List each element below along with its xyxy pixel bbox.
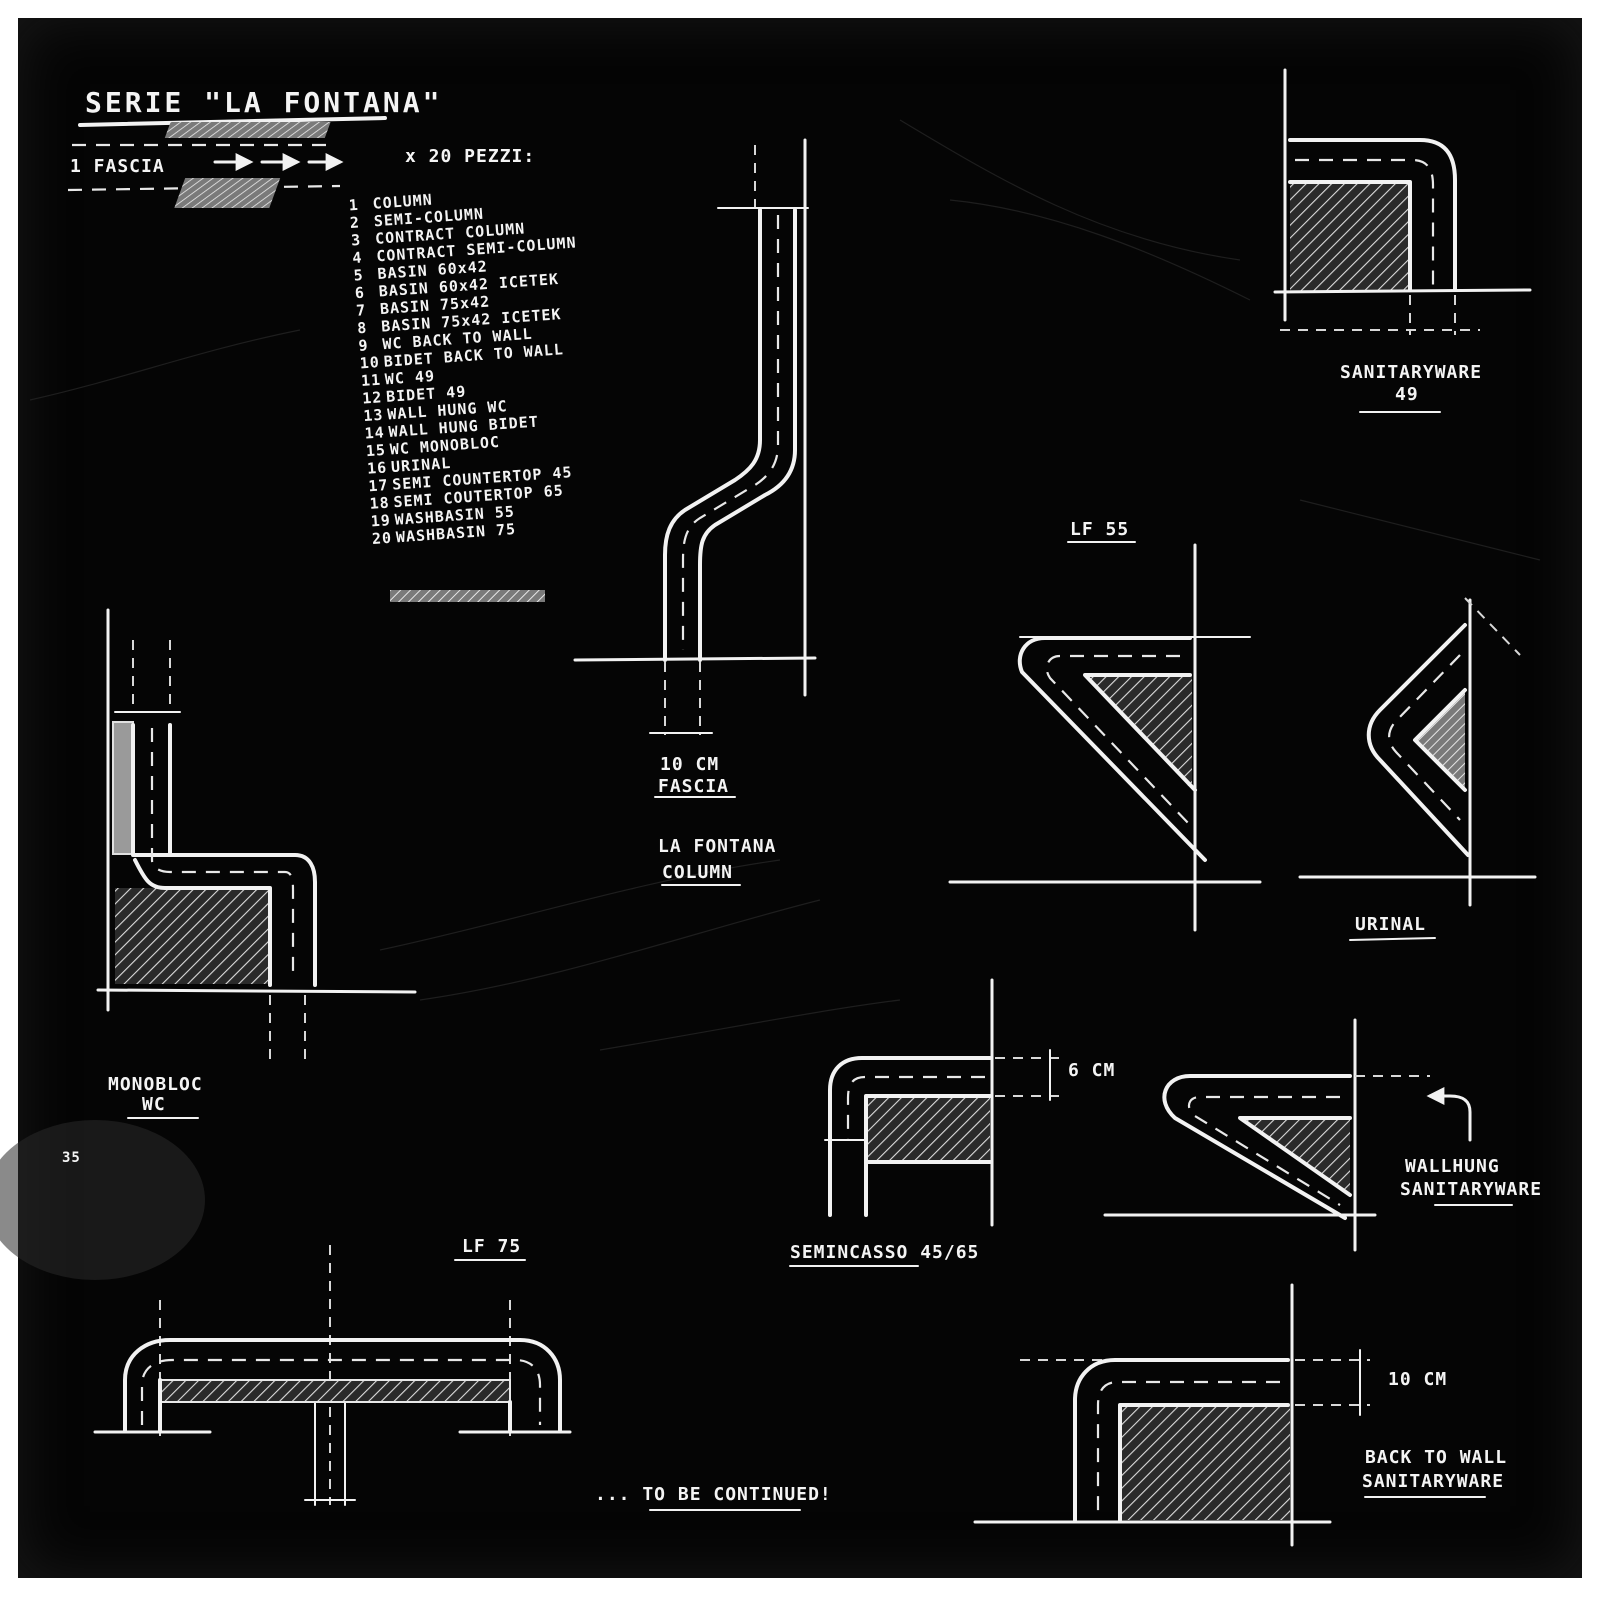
back-to-wall-label-2: SANITARYWARE bbox=[1362, 1471, 1504, 1492]
piece-name: WC 49 bbox=[384, 367, 435, 388]
column-section-diagram: 10 CM FASCIA LA FONTANA COLUMN bbox=[573, 138, 817, 886]
piece-number: 11 bbox=[360, 371, 381, 390]
wallhung-label-1: WALLHUNG bbox=[1405, 1156, 1500, 1177]
fascia-count: 1 FASCIA bbox=[70, 156, 165, 177]
pieces-count: x 20 PEZZI: bbox=[405, 146, 535, 167]
chalk-scratches bbox=[29, 119, 1541, 1051]
column-fascia-label: FASCIA bbox=[658, 776, 729, 797]
series-heading: SERIE "LA FONTANA" 1 FASCIA x 20 PEZZI: bbox=[67, 86, 535, 208]
monobloc-label-1: MONOBLOC bbox=[108, 1074, 203, 1095]
piece-number: 18 bbox=[369, 494, 390, 513]
monobloc-wc-diagram: MONOBLOC WC bbox=[96, 608, 417, 1119]
back-to-wall-diagram: 10 CM BACK TO WALL SANITARYWARE bbox=[973, 1283, 1507, 1547]
urinal-diagram: URINAL bbox=[1298, 597, 1537, 941]
piece-number: 7 bbox=[355, 301, 366, 320]
piece-number: 9 bbox=[358, 336, 369, 355]
piece-name: COLUMN bbox=[372, 191, 433, 213]
piece-number: 8 bbox=[357, 319, 368, 338]
semincasso-diagram: 6 CM SEMINCASSO 45/65 bbox=[789, 978, 1115, 1267]
lf55-label: LF 55 bbox=[1070, 519, 1129, 540]
wallhung-label-2: SANITARYWARE bbox=[1400, 1179, 1542, 1200]
piece-name: URINAL bbox=[390, 454, 451, 476]
column-dimension: 10 CM bbox=[660, 754, 719, 775]
back-to-wall-dimension: 10 CM bbox=[1388, 1369, 1447, 1390]
piece-number: 2 bbox=[349, 213, 360, 232]
piece-number: 15 bbox=[365, 441, 386, 460]
piece-number: 20 bbox=[371, 529, 392, 548]
piece-number: 17 bbox=[368, 476, 389, 495]
urinal-label: URINAL bbox=[1355, 914, 1426, 935]
back-to-wall-label-1: BACK TO WALL bbox=[1365, 1447, 1507, 1468]
column-title-2: COLUMN bbox=[662, 862, 733, 883]
piece-number: 19 bbox=[370, 511, 391, 530]
wallhung-diagram: WALLHUNG SANITARYWARE bbox=[1103, 1018, 1542, 1252]
sanitaryware-49-number: 49 bbox=[1395, 384, 1419, 405]
to-be-continued: ... TO BE CONTINUED! bbox=[595, 1484, 832, 1505]
lf55-diagram: LF 55 bbox=[948, 519, 1262, 932]
piece-number: 13 bbox=[363, 406, 384, 425]
lf75-diagram: LF 75 bbox=[93, 1236, 572, 1506]
piece-number: 1 bbox=[348, 196, 359, 215]
sanitaryware-49-diagram: SANITARYWARE 49 bbox=[1273, 68, 1532, 413]
piece-number: 5 bbox=[353, 266, 364, 285]
lf75-label: LF 75 bbox=[462, 1236, 521, 1257]
semincasso-dimension: 6 CM bbox=[1068, 1060, 1115, 1081]
series-title: SERIE "LA FONTANA" bbox=[85, 86, 442, 119]
monobloc-label-2: WC bbox=[142, 1094, 166, 1115]
piece-name: BIDET 49 bbox=[386, 382, 467, 406]
piece-number: 4 bbox=[352, 248, 363, 267]
piece-number: 12 bbox=[362, 388, 383, 407]
sanitaryware-49-label: SANITARYWARE bbox=[1340, 362, 1482, 383]
piece-number: 16 bbox=[367, 458, 388, 477]
list-underline bbox=[390, 590, 545, 602]
piece-number: 14 bbox=[364, 423, 385, 442]
piece-number: 10 bbox=[359, 353, 380, 372]
corner-smudge: 35 bbox=[0, 1120, 205, 1280]
corner-mark: 35 bbox=[62, 1150, 81, 1166]
piece-number: 6 bbox=[354, 284, 365, 303]
semincasso-label: SEMINCASSO 45/65 bbox=[790, 1242, 979, 1263]
column-title-1: LA FONTANA bbox=[658, 836, 776, 857]
piece-number: 3 bbox=[351, 231, 362, 250]
